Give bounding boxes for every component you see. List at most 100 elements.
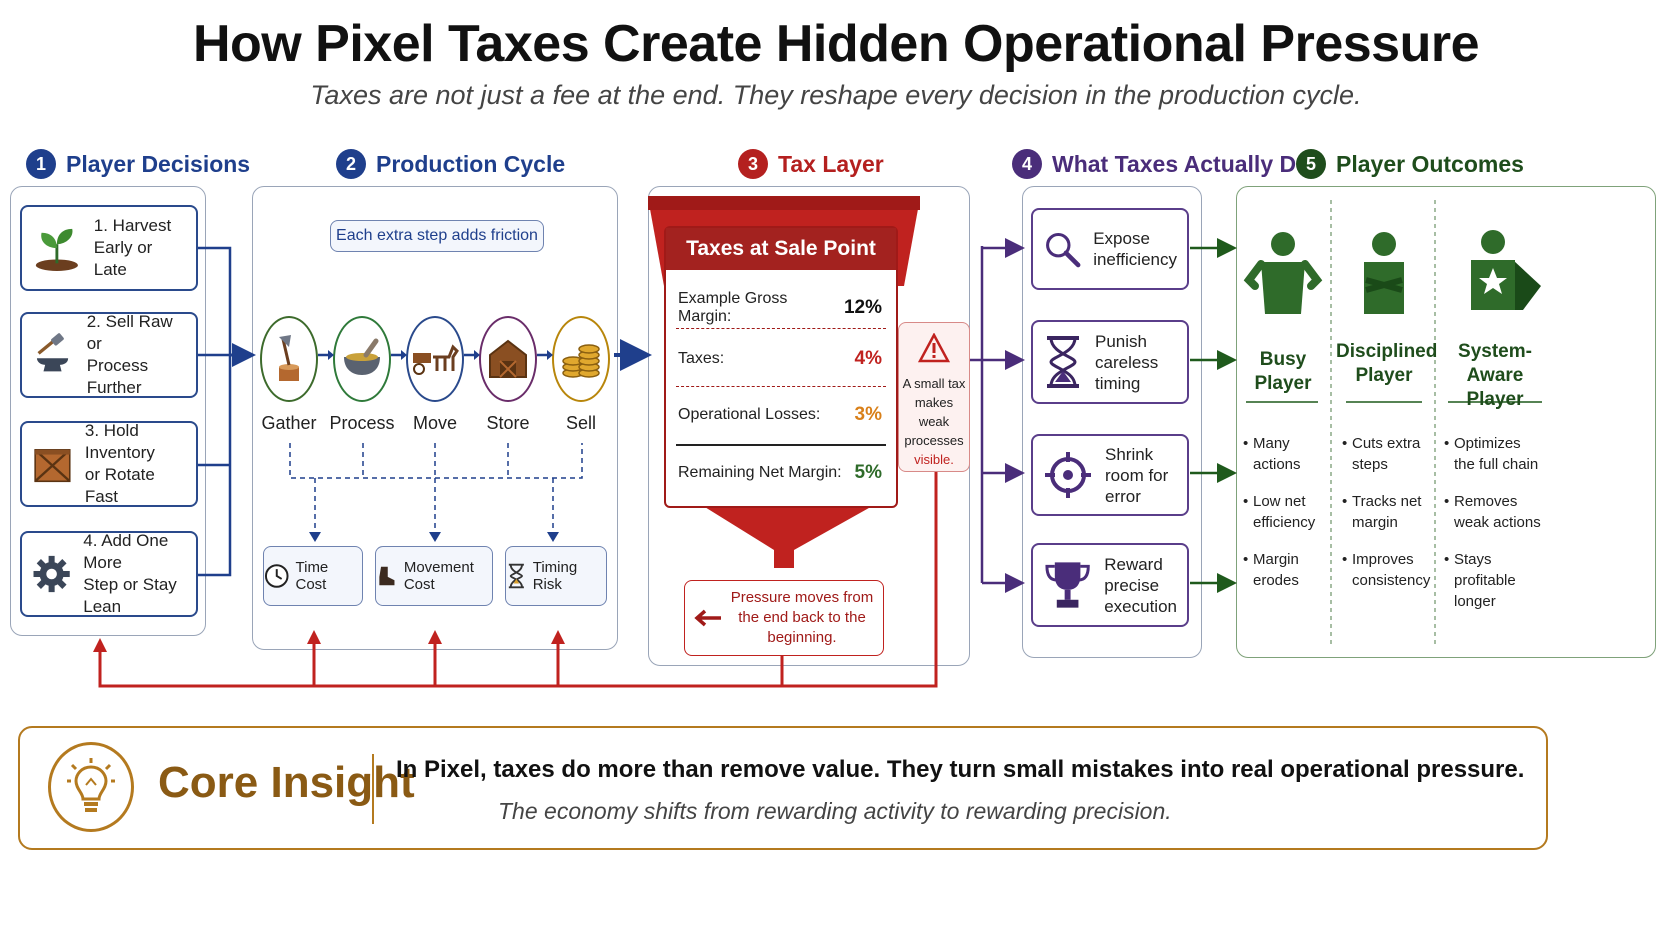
- sprout-icon: [35, 228, 78, 271]
- step-label-store: Store: [486, 413, 530, 433]
- step-gather: [260, 316, 318, 402]
- section-header-effects: 4 What Taxes Actually Do: [1012, 146, 1310, 182]
- decision-text: 1. Harvest Early or Late: [93, 216, 172, 279]
- clock-icon: [264, 564, 289, 588]
- decision-card-sell: 2. Sell Raw or Process Further: [20, 312, 198, 398]
- step-process: [333, 316, 391, 402]
- decision-card-inventory: 3. Hold Inventory or Rotate Fast: [20, 421, 198, 507]
- bullet-item: Tracks net margin: [1342, 491, 1430, 533]
- effect-card-reward: Reward precise execution: [1031, 543, 1189, 627]
- bullet-item: Cuts extra steps: [1342, 433, 1430, 475]
- step-label-gather: Gather: [261, 413, 317, 433]
- mortar-pestle-icon: [344, 338, 380, 375]
- bullet-item: Improves consistency: [1342, 549, 1430, 591]
- page-subtitle: Taxes are not just a fee at the end. The…: [310, 80, 1362, 110]
- outcome-icon-busy: [1240, 228, 1326, 314]
- core-insight-headline: In Pixel, taxes do more than remove valu…: [396, 756, 1525, 783]
- warning-icon: [917, 332, 951, 363]
- step-move: [406, 316, 464, 402]
- decision-card-harvest: 1. Harvest Early or Late: [20, 205, 198, 291]
- effect-text: Shrink room for error: [1105, 444, 1169, 506]
- step-arrows: [260, 340, 610, 370]
- tax-row-label: Example Gross Margin:: [678, 290, 788, 325]
- warning-note: A small tax makes weak processes visible…: [898, 322, 970, 472]
- section-number: 2: [336, 149, 366, 179]
- section-label: Player Outcomes: [1336, 150, 1524, 177]
- step-store: [479, 316, 537, 402]
- core-insight-label: Core Insight: [158, 758, 415, 807]
- tax-row-losses: Operational Losses: 3%: [678, 404, 882, 426]
- outcome-bullets-system: Optimizes the full chain Removes weak ac…: [1444, 433, 1544, 628]
- decision-text: 4. Add One More Step or Stay Lean: [83, 531, 177, 616]
- cost-movement: Movement Cost: [375, 546, 493, 606]
- bullet-item: Removes weak actions: [1444, 491, 1544, 533]
- bullet-item: Stays profitable longer: [1444, 549, 1544, 612]
- bullet-item: Margin erodes: [1243, 549, 1329, 591]
- bullet-item: Optimizes the full chain: [1444, 433, 1544, 475]
- decision-card-steps: 4. Add One More Step or Stay Lean: [20, 531, 198, 617]
- tax-row-value: 12%: [843, 297, 882, 318]
- boot-icon: [379, 566, 395, 586]
- tax-row-value: 4%: [854, 348, 882, 369]
- core-insight-sub: The economy shifts from rewarding activi…: [498, 798, 1172, 824]
- magnifier-icon: [1046, 232, 1081, 268]
- outcome-name-disciplined: Disciplined Player: [1336, 341, 1438, 386]
- decision-text: 2. Sell Raw or Process Further: [86, 312, 173, 397]
- section-header-decisions: 1 Player Decisions: [26, 146, 250, 182]
- shrugging-person-icon: [1243, 232, 1323, 314]
- warning-text: A small tax makes weak processes: [902, 376, 966, 448]
- tax-row-net: Remaining Net Margin: 5%: [678, 462, 882, 484]
- tax-row-gross: Example Gross Margin: 12%: [678, 290, 882, 326]
- tax-card-header: Taxes at Sale Point: [666, 228, 896, 270]
- effect-text: Expose inefficiency: [1093, 229, 1177, 269]
- section-number: 3: [738, 149, 768, 179]
- section-number: 1: [26, 149, 56, 179]
- decision-text: 3. Hold Inventory or Rotate Fast: [84, 421, 155, 506]
- outcome-icon-system: [1452, 226, 1544, 312]
- step-label-move: Move: [412, 413, 457, 433]
- bullet-item: Many actions: [1243, 433, 1329, 475]
- tax-card: Taxes at Sale Point Example Gross Margin…: [664, 226, 898, 508]
- effect-text: Punish careless timing: [1095, 331, 1159, 393]
- effect-text: Reward precise execution: [1104, 554, 1177, 616]
- crate-icon: [34, 448, 71, 483]
- barn-icon: [489, 339, 527, 378]
- horse-cart-icon: [413, 344, 459, 375]
- section-number: 4: [1012, 149, 1042, 179]
- section-label: Tax Layer: [778, 150, 884, 177]
- cost-label: Time Cost: [295, 559, 329, 593]
- outcome-bullets-busy: Many actions Low net efficiency Margin e…: [1243, 433, 1329, 607]
- effect-card-timing: Punish careless timing: [1031, 320, 1189, 404]
- section-header-tax: 3 Tax Layer: [738, 146, 884, 182]
- warning-highlight: visible.: [914, 452, 954, 467]
- cost-label: Timing Risk: [532, 559, 578, 593]
- step-sell: [552, 316, 610, 402]
- page-title: How Pixel Taxes Create Hidden Operationa…: [192, 15, 1480, 73]
- arrow-left-icon: [694, 609, 721, 627]
- caped-hero-icon: [1471, 230, 1541, 310]
- axe-stump-icon: [279, 335, 299, 381]
- hourglass-icon: [1047, 336, 1079, 388]
- outcome-bullets-disciplined: Cuts extra steps Tracks net margin Impro…: [1342, 433, 1430, 607]
- coins-icon: [562, 344, 600, 378]
- gear-icon: [33, 555, 70, 593]
- tax-row-label: Operational Losses:: [678, 406, 821, 423]
- cost-label: Movement Cost: [403, 559, 474, 593]
- pressure-note: Pressure moves from the end back to the …: [684, 580, 884, 656]
- outcome-name-busy: Busy Player: [1254, 349, 1312, 394]
- friction-note: Each extra step adds friction: [330, 220, 544, 252]
- outcome-name-system: System-Aware Player: [1458, 341, 1532, 410]
- tax-row-value: 5%: [854, 462, 882, 483]
- section-header-outcomes: 5 Player Outcomes: [1296, 146, 1524, 182]
- hourglass-icon: [508, 563, 524, 589]
- outcome-icon-disciplined: [1344, 228, 1424, 314]
- trophy-icon: [1045, 562, 1090, 608]
- anvil-hammer-icon: [36, 333, 69, 372]
- effect-card-error: Shrink room for error: [1031, 434, 1189, 516]
- step-label-process: Process: [329, 413, 395, 433]
- core-insight-box: Core Insight In Pixel, taxes do more tha…: [18, 726, 1548, 850]
- section-header-production: 2 Production Cycle: [336, 146, 565, 182]
- section-label: What Taxes Actually Do: [1052, 150, 1311, 177]
- bullet-item: Low net efficiency: [1243, 491, 1329, 533]
